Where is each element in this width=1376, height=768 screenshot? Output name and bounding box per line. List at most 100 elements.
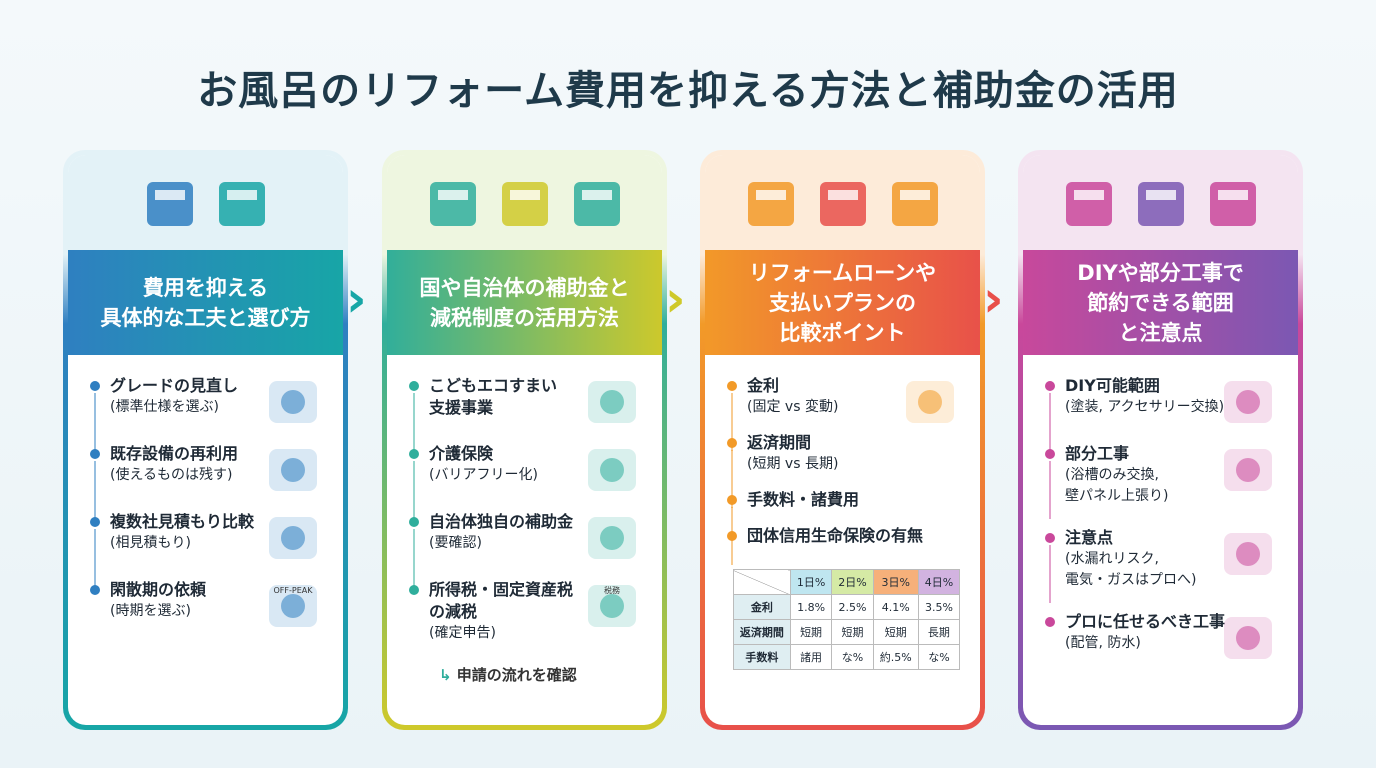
item-title: グレードの見直し <box>110 376 239 395</box>
item-title: 閑散期の依頼 <box>110 580 207 599</box>
bullet-dot <box>727 495 737 505</box>
list-item: 複数社見積もり比較 (相見積もり) <box>90 511 329 587</box>
item-title: 注意点 <box>1065 528 1114 547</box>
item-subtitle: (塗装, アクセサリー交換) <box>1065 399 1225 415</box>
item-subtitle: (要確認) <box>429 535 482 551</box>
list-item: 所得税・固定資産税 の減税 (確定申告) 税務 <box>409 579 648 644</box>
chevron-right-icon: › <box>346 270 367 328</box>
warning-icon <box>1209 181 1256 226</box>
list-item: グレードの見直し (標準仕様を選ぶ) <box>90 375 329 451</box>
column-2: 国や自治体の補助金と 減税制度の活用方法 こどもエコすまい 支援事業 介護保険 … <box>382 150 667 730</box>
money-bag-icon <box>429 181 476 226</box>
list-item: 介護保険 (バリアフリー化) <box>409 443 648 519</box>
item-subtitle: (バリアフリー化) <box>429 467 538 483</box>
family-icon <box>588 381 636 423</box>
chevron-right-icon: › <box>983 270 1004 328</box>
leaking-pipe-icon <box>1224 533 1272 575</box>
item-subtitle: (固定 vs 変動) <box>747 399 839 415</box>
column-heading: 費用を抑える 具体的な工夫と選び方 <box>68 250 343 355</box>
painter-icon <box>1224 381 1272 423</box>
calendar-icon: OFF-PEAK <box>269 585 317 627</box>
icon-row <box>705 155 980 250</box>
item-title: 手数料・諸費用 <box>747 490 860 509</box>
item-title: 複数社見積もり比較 <box>110 512 255 531</box>
list-item: 団体信用生命保険の有無 <box>727 525 966 547</box>
bullet-dot <box>409 449 419 459</box>
item-title: プロに任せるべき工事 <box>1065 612 1226 631</box>
item-subtitle: (確定申告) <box>429 625 496 641</box>
credit-card-icon <box>819 181 866 226</box>
list-item: 注意点 (水漏れリスク, 電気・ガスはプロへ) <box>1045 527 1284 603</box>
item-subtitle: (浴槽のみ交換, 壁パネル上張り) <box>1065 467 1169 504</box>
bullet-dot <box>409 381 419 391</box>
list-item: 閑散期の依頼 (時期を選ぶ) OFF-PEAK <box>90 579 329 627</box>
list-item: プロに任せるべき工事 (配管, 防水) <box>1045 611 1284 659</box>
item-subtitle: (相見積もり) <box>110 535 191 551</box>
calculator-icon <box>146 181 193 226</box>
bullet-dot <box>1045 381 1055 391</box>
item-subtitle: (使えるものは残す) <box>110 467 233 483</box>
map-pin-icon <box>588 517 636 559</box>
list-item: 金利 (固定 vs 変動) <box>727 375 966 451</box>
chevron-right-icon: › <box>665 270 686 328</box>
table-header: 1日% <box>789 569 833 595</box>
svg-text:OFF-PEAK: OFF-PEAK <box>274 586 314 595</box>
application-flow-link[interactable]: ↳ 申請の流れを確認 <box>439 666 577 684</box>
svg-text:税務: 税務 <box>604 585 620 595</box>
document-dollar-icon <box>573 181 620 226</box>
column-heading: DIYや部分工事で 節約できる範囲 と注意点 <box>1023 250 1298 355</box>
bullet-dot <box>1045 533 1055 543</box>
list-item: 手数料・諸費用 <box>727 489 966 565</box>
item-subtitle: (水漏れリスク, 電気・ガスはプロへ) <box>1065 551 1197 588</box>
icon-row <box>387 155 662 250</box>
column-4: DIYや部分工事で 節約できる範囲 と注意点 DIY可能範囲 (塗装, アクセサ… <box>1018 150 1303 730</box>
column-3: リフォームローンや 支払いプランの 比較ポイント 金利 (固定 vs 変動) 返… <box>700 150 985 730</box>
icon-row <box>68 155 343 250</box>
list-item: 返済期間 (短期 vs 長期) <box>727 432 966 508</box>
column-1: 費用を抑える 具体的な工夫と選び方 グレードの見直し (標準仕様を選ぶ) 既存設… <box>63 150 348 730</box>
page-title: お風呂のリフォーム費用を抑える方法と補助金の活用 <box>197 68 1179 114</box>
item-title: 所得税・固定資産税 の減税 <box>429 580 574 621</box>
list-item: 部分工事 (浴槽のみ交換, 壁パネル上張り) <box>1045 443 1284 519</box>
documents-icon <box>269 517 317 559</box>
arrow-right-icon: ↳ <box>439 666 457 684</box>
item-title: 部分工事 <box>1065 444 1130 463</box>
wrench-screwdriver-icon <box>1065 181 1112 226</box>
bullet-dot <box>409 517 419 527</box>
bullet-dot <box>90 449 100 459</box>
bullet-dot <box>90 381 100 391</box>
item-subtitle: (配管, 防水) <box>1065 635 1141 651</box>
bank-icon <box>747 181 794 226</box>
list-item: 既存設備の再利用 (使えるものは残す) <box>90 443 329 519</box>
faucet-icon <box>269 449 317 491</box>
tax-form-icon: 税務 <box>588 585 636 627</box>
table-row: 返済期間短期短期短期長期 <box>732 619 961 645</box>
list-item: DIY可能範囲 (塗装, アクセサリー交換) <box>1045 375 1284 451</box>
item-subtitle: (標準仕様を選ぶ) <box>110 399 219 415</box>
scale-icon <box>891 181 938 226</box>
column-heading: リフォームローンや 支払いプランの 比較ポイント <box>705 250 980 355</box>
paintbrush-icon <box>1137 181 1184 226</box>
government-building-icon <box>501 181 548 226</box>
item-subtitle: (時期を選ぶ) <box>110 603 191 619</box>
table-header: 3日% <box>872 569 919 595</box>
quality-badge-icon <box>1224 617 1272 659</box>
item-title: 既存設備の再利用 <box>110 444 239 463</box>
item-title: 介護保険 <box>429 444 494 463</box>
item-title: 返済期間 <box>747 433 812 452</box>
bullet-dot <box>90 585 100 595</box>
bathtub-icon <box>269 381 317 423</box>
icon-row <box>1023 155 1298 250</box>
bullet-dot <box>1045 449 1055 459</box>
bullet-dot <box>727 438 737 448</box>
item-title: 金利 <box>747 376 780 395</box>
handrail-icon <box>588 449 636 491</box>
bullet-dot <box>727 381 737 391</box>
card-scale-icon <box>906 381 954 423</box>
table-header: 4日% <box>917 569 961 595</box>
table-header: 2日% <box>831 569 874 595</box>
bullet-dot <box>1045 617 1055 627</box>
item-title: 自治体独自の補助金 <box>429 512 574 531</box>
